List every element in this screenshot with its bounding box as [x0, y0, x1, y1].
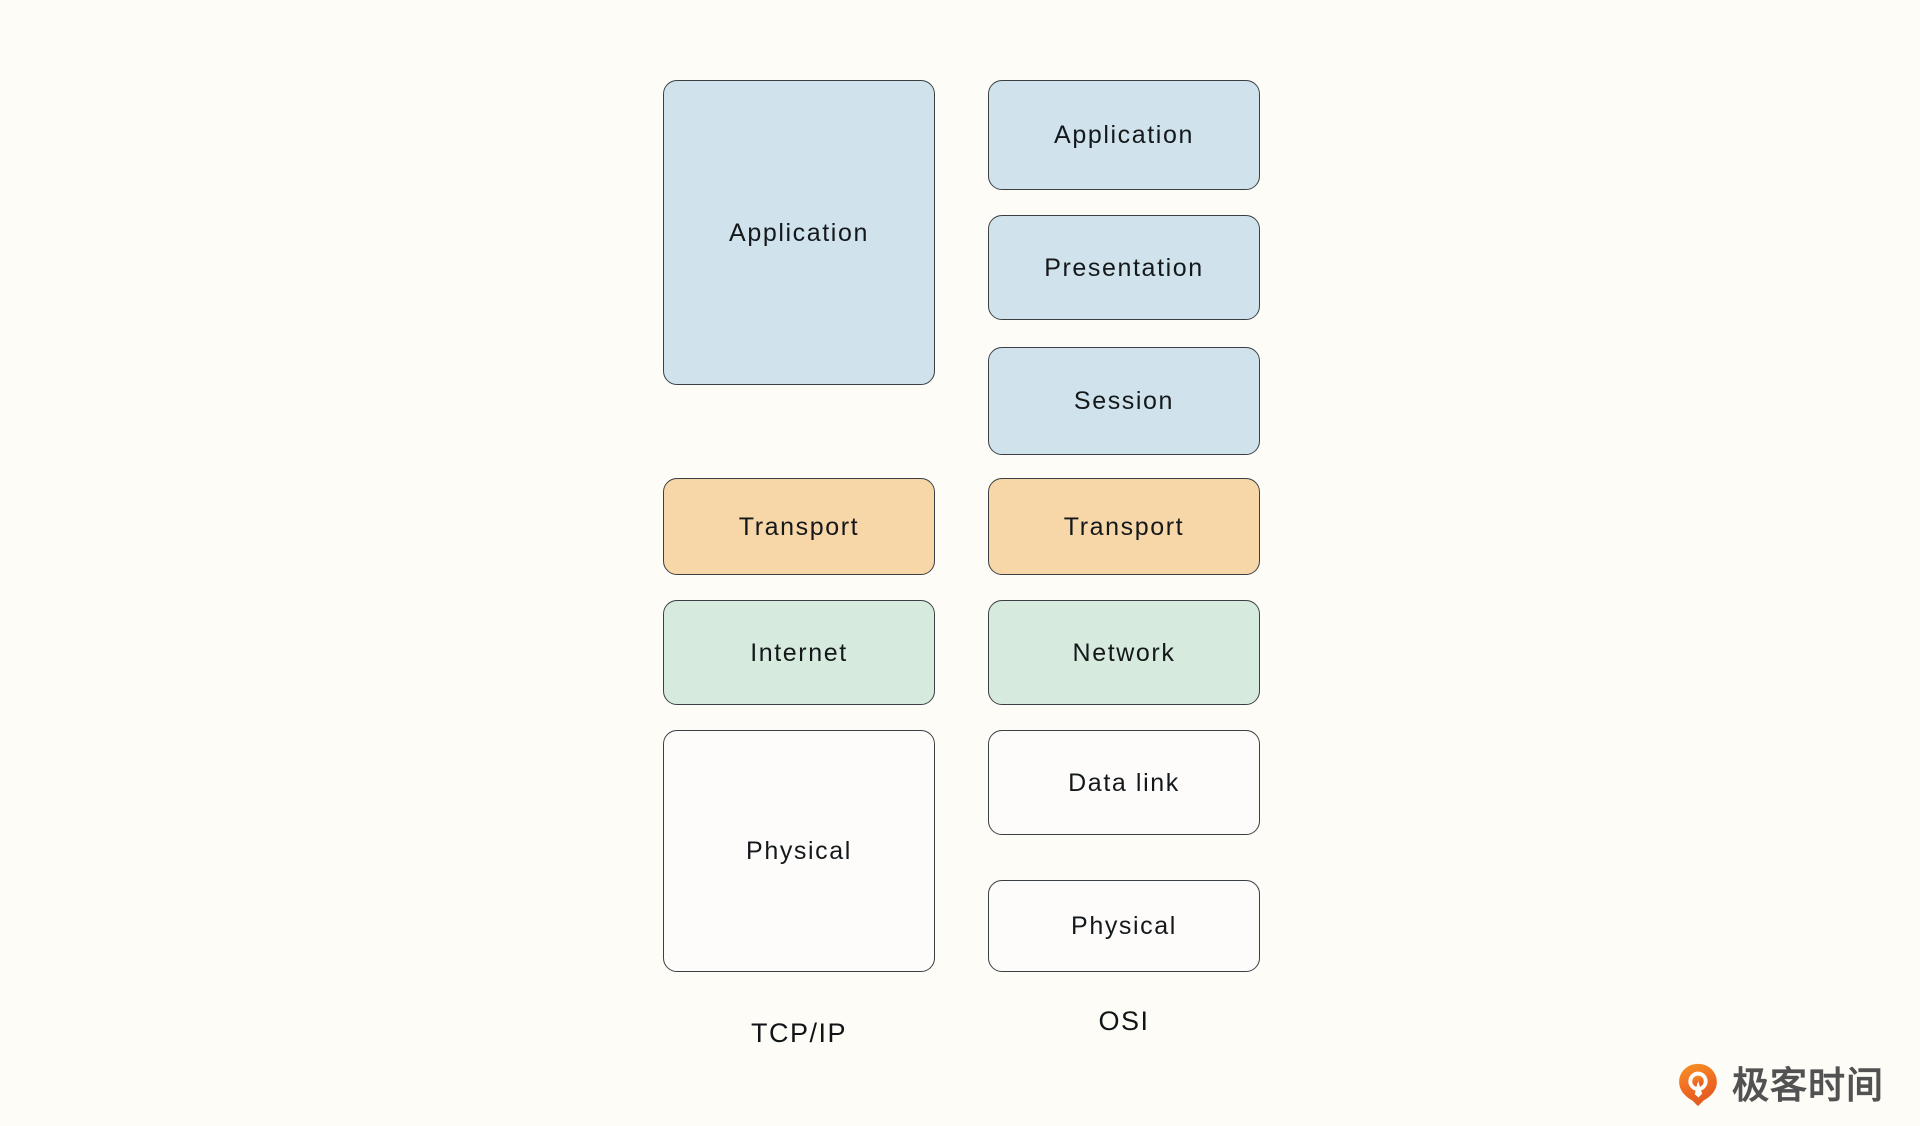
osi-layer-transport: Transport — [988, 478, 1260, 575]
layer-label: Transport — [738, 512, 860, 541]
tcpip-layer-transport: Transport — [663, 478, 935, 575]
tcpip-layer-physical: Physical — [663, 730, 935, 972]
watermark: 极客时间 — [1675, 1062, 1884, 1108]
tcpip-layer-application: Application — [663, 80, 935, 385]
osi-layer-physical: Physical — [988, 880, 1260, 972]
tcpip-column-caption: TCP/IP — [750, 1018, 847, 1048]
layer-label: Presentation — [1044, 253, 1204, 282]
layer-label: Application — [729, 218, 869, 247]
layer-label: Network — [1072, 638, 1176, 667]
layer-label: Transport — [1063, 512, 1185, 541]
layer-label: Physical — [1071, 912, 1177, 940]
osi-column-caption: OSI — [1098, 1006, 1150, 1036]
layer-label: Application — [1054, 121, 1194, 149]
osi-layer-presentation: Presentation — [988, 215, 1260, 320]
layer-label: Data link — [1068, 768, 1180, 797]
osi-layer-network: Network — [988, 600, 1260, 705]
osi-layer-data-link: Data link — [988, 730, 1260, 835]
watermark-brand-text: 极客时间 — [1732, 1063, 1884, 1107]
layer-label: Internet — [750, 638, 848, 667]
geektime-pin-logo-icon — [1679, 1063, 1717, 1107]
osi-layer-session: Session — [988, 347, 1260, 455]
layer-label: Session — [1073, 387, 1175, 415]
layer-label: Physical — [746, 837, 852, 865]
tcpip-layer-internet: Internet — [663, 600, 935, 705]
osi-layer-application: Application — [988, 80, 1260, 190]
